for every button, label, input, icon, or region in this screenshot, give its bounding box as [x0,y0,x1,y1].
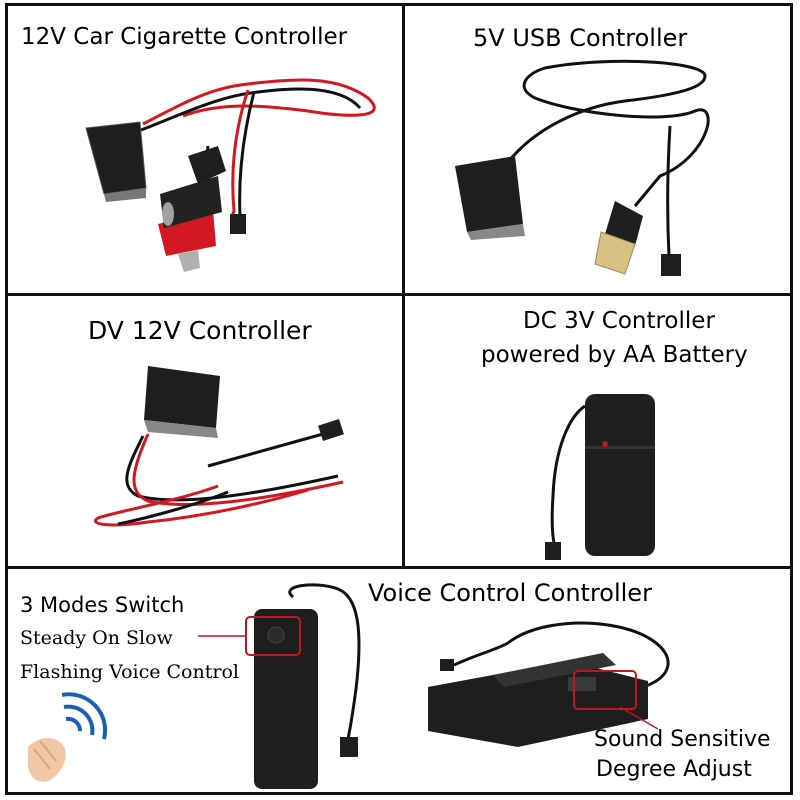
grid-frame [5,3,793,795]
panel-title: DV 12V Controller [88,316,312,345]
voice-controller-image [27,583,670,789]
divider-row-2 [5,566,793,569]
panel-voice-control: Voice Control Controller 3 Modes Switch … [8,569,793,793]
modes-title: 3 Modes Switch [20,593,185,617]
divider-column [402,3,405,567]
dv-controller-image [94,366,344,527]
car-controller-image [85,78,376,272]
panel-dv-12v: DV 12V Controller [8,296,402,566]
sensitivity-line-2: Degree Adjust [596,757,752,782]
modes-line-2: Flashing Voice Control [20,661,239,683]
usb-controller-image [455,59,710,276]
panel-usb: 5V USB Controller [405,6,793,293]
panel-title: 5V USB Controller [473,24,688,52]
panel-title: 12V Car Cigarette Controller [21,24,348,50]
voice-wave-icon [61,692,108,740]
sensitivity-line-1: Sound Sensitive [594,727,771,752]
panel-car-cigarette: 12V Car Cigarette Controller [8,6,402,293]
clapping-hands-icon [27,738,66,782]
panel-title: Voice Control Controller [368,579,652,607]
panel-title-line-2: powered by AA Battery [481,342,748,368]
divider-row-1 [5,293,793,296]
modes-line-1: Steady On Slow [20,627,173,649]
dc-controller-image [545,394,655,560]
panel-title-line-1: DC 3V Controller [523,308,715,334]
panel-dc-3v: DC 3V Controller powered by AA Battery [405,296,793,566]
